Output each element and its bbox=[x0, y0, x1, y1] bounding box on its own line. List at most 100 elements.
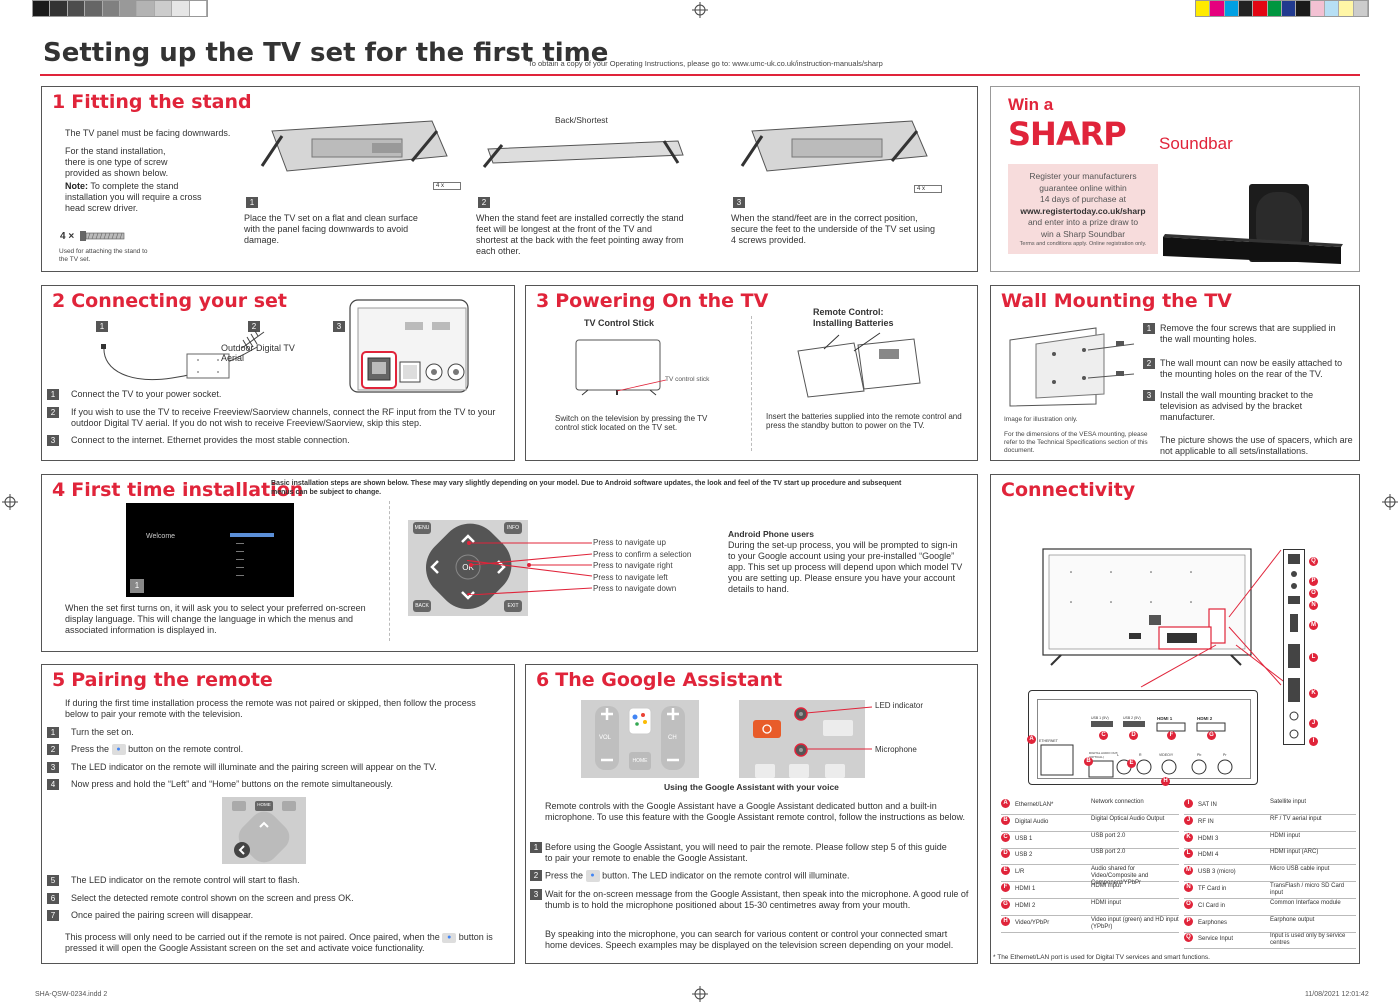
wall-mount-illustration bbox=[1006, 324, 1141, 419]
legend-port-name: HDMI 4 bbox=[1198, 852, 1219, 859]
legend-port-name: RF IN bbox=[1198, 818, 1214, 825]
stick-title: TV Control Stick bbox=[584, 318, 655, 328]
screw-info: For the stand installation, there is one… bbox=[65, 146, 169, 178]
legend-port-desc: Video input (green) and HD input (YPbPr) bbox=[1091, 916, 1179, 930]
legend-badge: F bbox=[1001, 883, 1010, 892]
install-intro: Basic installation steps are shown below… bbox=[271, 480, 902, 496]
color-swatch bbox=[50, 1, 68, 16]
soundbar-image bbox=[1161, 182, 1351, 277]
legend-port-desc: Satellite input bbox=[1270, 799, 1307, 805]
step-badge: 3 bbox=[733, 197, 745, 208]
tv-back-illustration-1 bbox=[252, 111, 452, 201]
back-button[interactable]: BACK bbox=[415, 603, 429, 609]
legend-badge: M bbox=[1184, 866, 1193, 876]
opt-label: DIGITAL AUDIO OUT (OPTICAL) bbox=[1089, 751, 1118, 759]
welcome-text: When the set first turns on, it will ask… bbox=[65, 603, 366, 635]
aerial-icon bbox=[240, 328, 268, 357]
legend-port-desc: RF / TV aerial input bbox=[1270, 815, 1322, 822]
port-badge-g: G bbox=[1207, 731, 1216, 740]
tab-badge: 2 bbox=[248, 321, 260, 332]
battery-illustration bbox=[794, 331, 924, 406]
assistant-intro: Remote controls with the Google Assistan… bbox=[545, 801, 966, 822]
language-highlight[interactable] bbox=[230, 533, 274, 537]
color-swatch bbox=[1267, 1, 1282, 16]
legend-port-desc: HDMI input bbox=[1091, 899, 1122, 906]
power-connection-illustration bbox=[92, 332, 282, 392]
remote-title: Remote Control: Installing Batteries bbox=[813, 307, 894, 328]
side-port-badge: L bbox=[1309, 653, 1318, 662]
pairing-outro: This process will only need to be carrie… bbox=[65, 932, 493, 953]
step-badge: 2 bbox=[478, 197, 490, 208]
color-swatch bbox=[154, 1, 173, 16]
eth-label: ETHERNET bbox=[1039, 739, 1058, 743]
vol-label: VOL bbox=[599, 735, 612, 741]
language-item[interactable] bbox=[236, 575, 244, 576]
legend-port-name: SAT IN bbox=[1198, 802, 1217, 808]
illustration-caption: Image for illustration only. bbox=[1004, 416, 1078, 423]
legend-port-name: Earphones bbox=[1198, 919, 1228, 926]
language-item[interactable] bbox=[236, 543, 244, 544]
ethernet-port-illustration bbox=[348, 296, 470, 401]
pairing-intro: If during the first time installation pr… bbox=[65, 698, 476, 719]
screw-icon bbox=[80, 229, 128, 248]
legend-port-desc: Digital Optical Audio Output bbox=[1091, 815, 1165, 822]
color-swatch bbox=[1339, 1, 1354, 16]
win-soundbar-panel: Win a SHARP Soundbar Register your manuf… bbox=[990, 86, 1360, 272]
sharp-logo: SHARP bbox=[1008, 115, 1127, 153]
page-title: Setting up the TV set for the first time bbox=[43, 38, 609, 68]
screw-tag-1: 4 x bbox=[433, 182, 462, 190]
legend-badge: Q bbox=[1184, 933, 1193, 943]
remote-mic-illustration bbox=[739, 700, 865, 778]
register-box bbox=[1008, 164, 1158, 254]
legend-port-name: HDMI 2 bbox=[1015, 902, 1036, 909]
menu-button[interactable]: MENU bbox=[414, 525, 430, 531]
legend-port-name: Digital Audio bbox=[1015, 818, 1049, 825]
language-item[interactable] bbox=[236, 567, 244, 568]
divider bbox=[389, 501, 390, 641]
legend-port-name: CI Card in bbox=[1198, 902, 1226, 909]
language-item[interactable] bbox=[236, 559, 244, 560]
color-bar bbox=[1195, 0, 1369, 17]
info-button[interactable]: INFO bbox=[507, 525, 519, 531]
legend-port-desc: Earphone output bbox=[1270, 916, 1315, 923]
audio-r-label: R bbox=[1139, 753, 1142, 757]
color-swatch bbox=[137, 1, 155, 16]
hdmi1-label: HDMI 1 bbox=[1157, 716, 1173, 721]
legend-badge: A bbox=[1001, 799, 1010, 808]
legend-port-desc: HDMI input bbox=[1091, 883, 1122, 889]
video-label: VIDEO/Y bbox=[1159, 753, 1174, 757]
color-swatch bbox=[1210, 1, 1225, 16]
language-item[interactable] bbox=[236, 551, 244, 552]
step-text: Place the TV set on a flat and clean sur… bbox=[244, 213, 418, 245]
tv-front-illustration bbox=[574, 338, 669, 401]
home-label: HOME bbox=[257, 802, 271, 807]
port-badge-d: D bbox=[1129, 731, 1138, 740]
legend-badge: K bbox=[1184, 832, 1193, 842]
port-badge-c: C bbox=[1099, 731, 1108, 740]
android-text: During the set-up process, you will be p… bbox=[728, 540, 963, 594]
led-label: LED indicator bbox=[875, 701, 924, 710]
assistant-outro: By speaking into the microphone, you can… bbox=[545, 929, 954, 950]
assistant-icon: ● bbox=[442, 932, 457, 943]
register-url[interactable]: www.registertoday.co.uk/sharp bbox=[1020, 205, 1146, 216]
port-badge-f: F bbox=[1167, 731, 1176, 740]
welcome-screen: Welcome 1 bbox=[126, 503, 294, 597]
side-port-badge: J bbox=[1309, 719, 1318, 728]
legend-port-desc: Micro USB cable input bbox=[1270, 866, 1330, 873]
color-swatch bbox=[1353, 1, 1368, 16]
color-swatch bbox=[85, 1, 103, 16]
exit-button[interactable]: EXIT bbox=[507, 603, 519, 609]
aerial-label: Outdoor Digital TV Aerial bbox=[221, 343, 295, 363]
legend-port-name: USB 2 bbox=[1015, 852, 1033, 859]
footer-file: SHA-QSW-0234.indd 2 bbox=[35, 991, 108, 998]
legend-port-name: HDMI 3 bbox=[1198, 835, 1219, 842]
registration-mark-left bbox=[2, 494, 18, 510]
ok-button[interactable]: OK bbox=[462, 563, 474, 572]
